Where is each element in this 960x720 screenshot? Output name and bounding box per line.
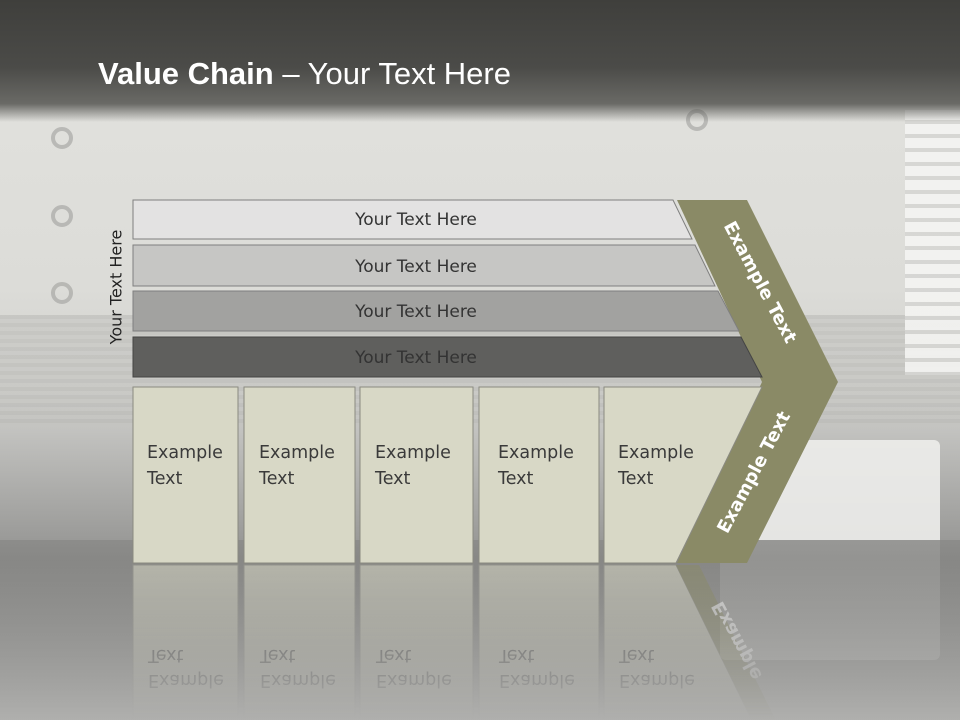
svg-text:Text: Text (618, 645, 655, 665)
bar-4 (132, 336, 763, 378)
cell-4-line2: Text (497, 469, 534, 489)
wall-hook-icon (51, 282, 73, 304)
cell-3 (359, 386, 474, 564)
svg-text:Example: Example (376, 670, 452, 690)
title-bar: Value Chain – Your Text Here (0, 0, 960, 122)
cell-3-line1: Example (375, 443, 451, 463)
wall-hook-icon (51, 205, 73, 227)
wall-hook-icon (51, 127, 73, 149)
cell-4-line1: Example (498, 443, 574, 463)
bar-3-label: Your Text Here (354, 302, 477, 322)
reflection: Example Text Example Text Example Text E… (132, 564, 776, 720)
svg-text:Text: Text (147, 645, 184, 665)
svg-text:Text: Text (375, 645, 412, 665)
svg-text:Example: Example (619, 670, 695, 690)
cell-2 (243, 386, 356, 564)
svg-text:Example: Example (148, 670, 224, 690)
bar-4-label: Your Text Here (354, 348, 477, 368)
background-radiator (905, 110, 960, 375)
cell-5-line1: Example (618, 443, 694, 463)
cell-2-line1: Example (259, 443, 335, 463)
cell-1 (132, 386, 239, 564)
bar-2 (132, 244, 716, 287)
svg-text:Text: Text (259, 645, 296, 665)
cell-3-line2: Text (374, 469, 411, 489)
cell-5 (603, 386, 763, 564)
svg-text:Example: Example (260, 670, 336, 690)
bar-3 (132, 290, 740, 332)
cell-1-line2: Text (146, 469, 183, 489)
slide-title: Value Chain – Your Text Here (98, 54, 511, 94)
bar-1-label: Your Text Here (354, 210, 477, 230)
svg-text:Example: Example (499, 670, 575, 690)
cell-1-line1: Example (147, 443, 223, 463)
bar-2-label: Your Text Here (354, 257, 477, 277)
title-rest: – Your Text Here (273, 56, 511, 91)
title-bold: Value Chain (98, 56, 274, 91)
bar-1 (132, 199, 693, 240)
chevron-arrow (677, 200, 838, 563)
cell-4 (478, 386, 600, 564)
cell-5-line2: Text (617, 469, 654, 489)
svg-text:Text: Text (498, 645, 535, 665)
cell-2-line2: Text (258, 469, 295, 489)
